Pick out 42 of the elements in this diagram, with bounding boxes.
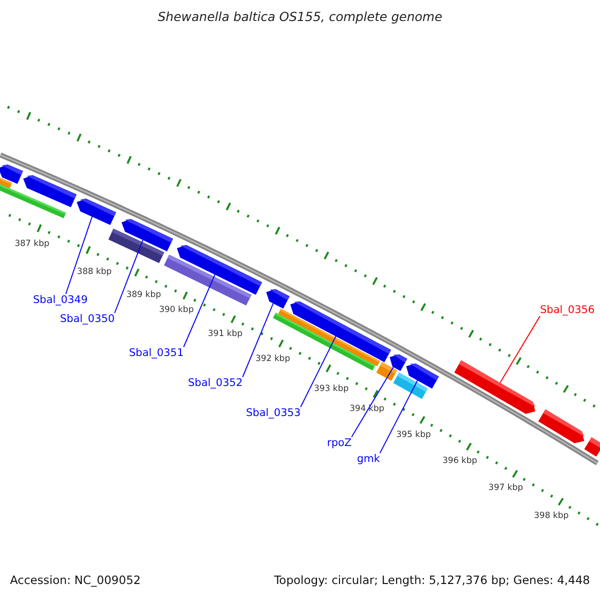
tick-label: 396 kbp [442, 457, 478, 468]
gene-feature [406, 364, 439, 389]
gene-feature [454, 360, 536, 414]
tick-label: 395 kbp [396, 430, 431, 440]
gene-feature [584, 437, 600, 457]
leader-line [114, 240, 144, 314]
diagram-title: Shewanella baltica OS155, complete genome [158, 10, 442, 24]
gene-label: Sbal_0349 [33, 294, 88, 306]
gene-feature [266, 289, 290, 309]
leader-line [242, 303, 274, 378]
gene-label: Sbal_0356 [540, 304, 595, 316]
leader-line [183, 274, 216, 348]
footer-text: Accession: NC_009052 [10, 574, 141, 588]
tick-label: 387 kbp [14, 240, 50, 250]
gene-feature [23, 175, 77, 208]
leader-line [65, 216, 93, 294]
gene-feature [290, 301, 392, 362]
tick-label: 389 kbp [126, 290, 161, 300]
footer-text: Topology: circular; Length: 5,127,376 bp; Genes: 4,448 [274, 574, 590, 588]
gene-label: Sbal_0351 [129, 347, 184, 360]
leader-line [351, 366, 394, 438]
tick-label: 388 kbp [77, 268, 112, 278]
gene-feature [538, 409, 584, 444]
gene-label: Sbal_0353 [246, 407, 301, 420]
leader-line [379, 380, 418, 454]
tick-label: 390 kbp [159, 306, 194, 316]
gene-label: Sbal_0352 [188, 377, 243, 390]
gene-label: Sbal_0350 [60, 313, 115, 326]
gene-label: gmk [357, 453, 380, 466]
tick-label: 397 kbp [488, 484, 524, 494]
gene-feature [176, 245, 262, 295]
leader-line [500, 316, 540, 384]
tick-label: 391 kbp [208, 330, 243, 340]
gene-feature [76, 198, 116, 225]
tick-label: 393 kbp [314, 385, 349, 396]
tick-label: 398 kbp [534, 512, 569, 522]
leader-line [300, 336, 336, 408]
gene-feature [390, 354, 408, 372]
gene-feature [122, 219, 174, 252]
tick-label: 394 kbp [350, 404, 384, 415]
gene-label: rpoZ [327, 437, 352, 450]
tick-label: 392 kbp [255, 354, 290, 364]
